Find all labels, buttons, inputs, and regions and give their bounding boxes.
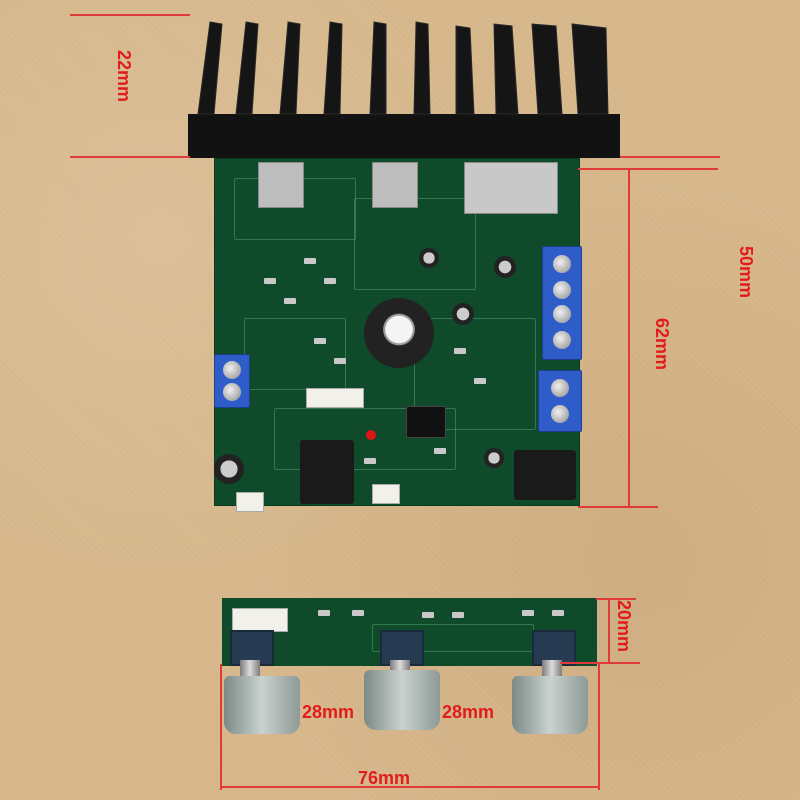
opamp-ic — [406, 406, 446, 438]
capacitor-small-4 — [214, 454, 244, 484]
dim-line-heatsink-top — [70, 14, 190, 16]
dim-knob-spacing-right: 28mm — [442, 702, 495, 722]
dim-line-small-top — [596, 598, 636, 600]
header-j3 — [236, 492, 264, 512]
amplifier-board — [214, 158, 582, 512]
dim-line-heatsink-bottom — [70, 156, 190, 158]
dc-power-jack — [514, 450, 576, 500]
dim-line-board-bottom — [578, 506, 658, 508]
dim-line-width-right — [598, 664, 600, 790]
dim-line-small-bottom — [560, 662, 640, 664]
header-j5 — [306, 388, 364, 408]
input-terminal — [214, 354, 250, 408]
amplifier-ic — [464, 162, 558, 214]
dim-board-width: 50mm — [736, 246, 756, 299]
dim-line-board-height — [628, 168, 630, 506]
audio-jack — [300, 440, 354, 504]
dim-small-board-width: 76mm — [358, 768, 411, 788]
knob-middle[interactable] — [364, 670, 440, 730]
regulator-2 — [372, 162, 418, 208]
dim-line-small-height — [608, 598, 610, 662]
led — [366, 430, 376, 440]
heatsink — [188, 21, 620, 158]
dim-knob-spacing-left: 28mm — [302, 702, 355, 722]
regulator-1 — [258, 162, 304, 208]
knob-right[interactable] — [512, 676, 588, 734]
dim-line-width-left — [220, 664, 222, 790]
dim-line-width — [220, 786, 600, 788]
capacitor-small-1 — [419, 248, 439, 268]
header-control — [232, 608, 288, 632]
dim-board-height: 62mm — [652, 318, 672, 371]
dim-line-50-top — [620, 156, 720, 158]
capacitor-small-3 — [494, 256, 516, 278]
speaker-terminal — [542, 246, 582, 360]
dim-line-board-top — [578, 168, 718, 170]
main-capacitor — [364, 298, 434, 368]
dim-heatsink-height: 22mm — [114, 50, 134, 103]
capacitor-small-5 — [484, 448, 504, 468]
dim-small-board-height: 20mm — [614, 600, 634, 653]
capacitor-small-2 — [452, 303, 474, 325]
power-terminal — [538, 370, 582, 432]
knob-left[interactable] — [224, 676, 300, 734]
header-j2 — [372, 484, 400, 504]
